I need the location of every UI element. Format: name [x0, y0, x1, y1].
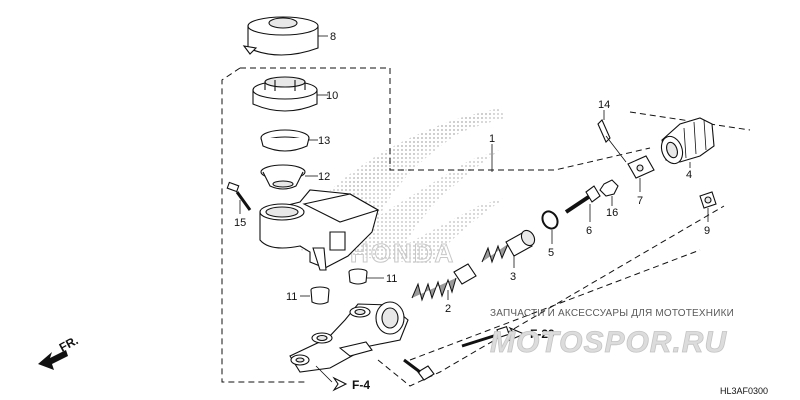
callout-6: 6 [586, 225, 592, 237]
part-diaphragm [260, 164, 306, 190]
diagram-code: HL3AF0300 [720, 386, 768, 396]
part-nut-16 [599, 179, 619, 197]
callout-2: 2 [445, 303, 451, 315]
callout-7: 7 [637, 195, 643, 207]
ref-label-f4: F-4 [352, 378, 370, 392]
assembly-boundary [221, 67, 725, 387]
part-screw-15 [226, 181, 252, 211]
callout-11-lower: 11 [286, 291, 297, 303]
callout-15: 15 [234, 217, 246, 229]
part-reservoir-body [259, 189, 380, 271]
watermark-tagline: ЗАПЧАСТИ И АКСЕССУАРЫ ДЛЯ МОТОТЕХНИКИ [490, 308, 734, 319]
ref-arrow-f29: F-29 [508, 326, 555, 342]
front-arrow: FR. [38, 333, 80, 370]
part-piston-3 [481, 229, 536, 264]
leader-lines [239, 35, 709, 300]
part-bolt [461, 325, 510, 348]
honda-brand-watermark: HONDA [350, 238, 455, 268]
part-grommet-upper [348, 268, 368, 285]
part-pin-14 [597, 119, 627, 163]
callout-5: 5 [548, 247, 554, 259]
callout-11-upper: 11 [386, 273, 397, 285]
ref-label-f29: F-29 [530, 327, 555, 341]
callout-8: 8 [330, 31, 336, 43]
part-master-cylinder [289, 301, 409, 373]
callout-16: 16 [606, 207, 618, 219]
callout-10: 10 [326, 90, 338, 102]
part-diaphragm-plate [260, 129, 310, 152]
part-spring-2 [411, 263, 477, 302]
callout-4: 4 [686, 169, 692, 181]
part-reservoir-cover [242, 16, 319, 56]
part-push-rod-6 [564, 185, 601, 214]
ref-arrow-f4: F-4 [315, 365, 370, 392]
callout-3: 3 [510, 271, 516, 283]
part-reservoir-cap [252, 76, 318, 112]
watermark-logo: MOTOSPOR.RU [490, 326, 727, 359]
front-label: FR. [57, 333, 81, 354]
part-grommet-lower [310, 286, 330, 305]
callout-12: 12 [318, 171, 330, 183]
part-boot-4 [660, 117, 715, 165]
callout-13: 13 [318, 135, 330, 147]
part-joint-7 [627, 155, 655, 179]
part-circlip-5 [541, 210, 559, 230]
part-bleeder-screw [403, 358, 435, 381]
part-bolt-9 [699, 191, 717, 209]
callout-14: 14 [598, 99, 610, 111]
callout-9: 9 [704, 225, 710, 237]
callout-1: 1 [489, 133, 495, 145]
